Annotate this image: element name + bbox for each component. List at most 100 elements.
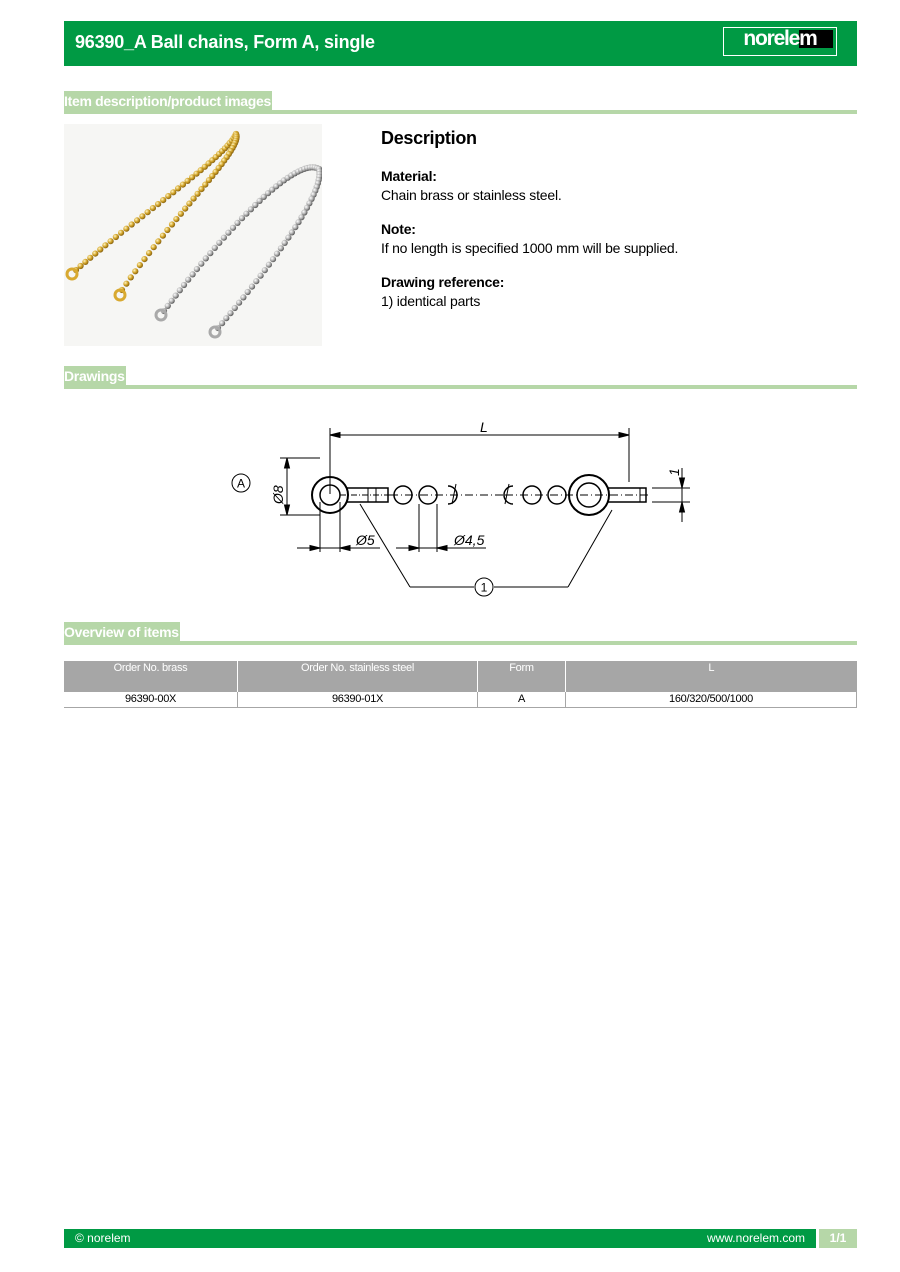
chain-ball <box>112 233 119 241</box>
chain-ball <box>303 204 311 211</box>
chain-ball <box>273 250 281 257</box>
callout-label: 1 <box>481 581 488 595</box>
section-label: Drawings <box>64 366 126 386</box>
description-block: Description Material: Chain brass or sta… <box>381 128 851 326</box>
section-item-description: Item description/product images <box>64 91 857 115</box>
chain-ball <box>186 200 193 207</box>
chain-ball <box>240 294 247 301</box>
technical-drawing-svg: L Ø5 Ø4,5 Ø8 1 A 1 <box>231 419 690 597</box>
chain-ball <box>176 287 183 294</box>
ball-chains-photo <box>65 130 323 339</box>
chain-ball <box>82 258 89 265</box>
chain-ball <box>190 195 197 202</box>
chain-ball <box>243 210 250 217</box>
table-cell: 96390-01X <box>237 692 478 708</box>
chain-ball <box>205 177 212 184</box>
column-header: L <box>565 661 857 692</box>
section-drawings: Drawings <box>64 366 857 390</box>
table-row: 96390-00X 96390-01X A 160/320/500/1000 <box>64 692 857 708</box>
table-cell: 160/320/500/1000 <box>565 692 857 708</box>
footer-copyright: © norelem <box>75 1231 131 1245</box>
chain-ball <box>150 244 157 251</box>
chain-ball <box>198 260 205 267</box>
chain-ball <box>220 234 227 241</box>
section-label: Item description/product images <box>64 91 272 111</box>
chain-ball <box>168 221 176 228</box>
logo-text: norelem <box>743 27 817 50</box>
chain-ball <box>234 219 241 226</box>
chain-ball <box>144 209 151 216</box>
chain-ball <box>264 190 272 197</box>
chain-ball <box>194 190 201 197</box>
note-value: If no length is specified 1000 mm will b… <box>381 240 679 256</box>
chain-ball <box>265 261 272 268</box>
chain-ball <box>277 245 284 252</box>
chain-ball <box>184 177 191 184</box>
drawing-reference-value: 1) identical parts <box>381 293 481 309</box>
dim-shank-label: 1 <box>666 468 682 476</box>
product-image <box>64 124 323 346</box>
chain-ball <box>132 268 139 275</box>
chain-ball <box>87 254 94 261</box>
page-header: 96390_A Ball chains, Form A, single nore… <box>64 21 857 66</box>
section-rule <box>64 641 857 645</box>
chain-ball <box>244 288 251 296</box>
chain-ball <box>252 201 259 209</box>
chain-ball <box>295 219 302 226</box>
chain-ball <box>170 189 177 196</box>
chain-ball <box>227 310 234 317</box>
chain-ball <box>123 225 130 232</box>
chain-ball <box>260 193 267 200</box>
chain-ball <box>238 215 246 222</box>
chain-ball <box>77 262 84 270</box>
logo-accent <box>799 30 833 48</box>
chain-ball <box>141 256 148 263</box>
chain-ball <box>175 185 182 192</box>
chain-ball <box>172 292 179 299</box>
chain-ball <box>193 266 200 273</box>
chain-ball <box>225 229 232 236</box>
chain-ball <box>288 229 295 236</box>
chain-ball <box>202 181 209 188</box>
chain-ball <box>107 238 114 245</box>
footer-bar: © norelem www.norelem.com <box>64 1229 816 1248</box>
chain-ball <box>179 181 186 188</box>
dim-length-label: L <box>480 419 488 435</box>
chain-ball <box>256 197 263 204</box>
chain-ball <box>92 250 99 257</box>
chain-ball <box>118 229 125 236</box>
dim-eye-label: Ø8 <box>270 485 286 505</box>
chain-ball <box>247 206 254 213</box>
chain-ball <box>207 250 214 257</box>
chain-ball <box>219 320 226 327</box>
chain-ball <box>301 209 308 216</box>
table-header-row: Order No. brass Order No. stainless stee… <box>64 661 857 692</box>
chain-ball <box>197 167 204 174</box>
chain-ball <box>202 255 209 262</box>
chain-ball <box>236 299 243 306</box>
chain-ball <box>261 267 268 274</box>
page-title: 96390_A Ball chains, Form A, single <box>75 32 375 52</box>
chain-ball <box>253 278 260 285</box>
chain-ball <box>149 205 156 212</box>
chain-ball <box>180 281 188 289</box>
technical-drawing: L Ø5 Ø4,5 Ø8 1 A 1 <box>220 412 700 607</box>
footer-url[interactable]: www.norelem.com <box>706 1231 805 1245</box>
chain-ball <box>216 239 223 246</box>
chain-ball <box>193 170 200 177</box>
chain-ball <box>185 276 192 283</box>
material-value: Chain brass or stainless steel. <box>381 187 562 203</box>
section-overview: Overview of items <box>64 622 857 646</box>
chain-ball <box>155 201 162 208</box>
chain-ball <box>285 234 292 241</box>
chain-ball <box>209 172 216 180</box>
column-header: Order No. stainless steel <box>237 661 478 692</box>
material-label: Material: <box>381 168 437 184</box>
chain-ball <box>134 217 141 224</box>
chain-ball <box>164 302 171 309</box>
page-number: 1/1 <box>819 1229 857 1248</box>
chain-ball <box>123 280 130 287</box>
items-table: Order No. brass Order No. stainless stee… <box>64 661 857 708</box>
table-cell: 96390-00X <box>64 692 238 708</box>
chain-ball <box>177 210 184 217</box>
